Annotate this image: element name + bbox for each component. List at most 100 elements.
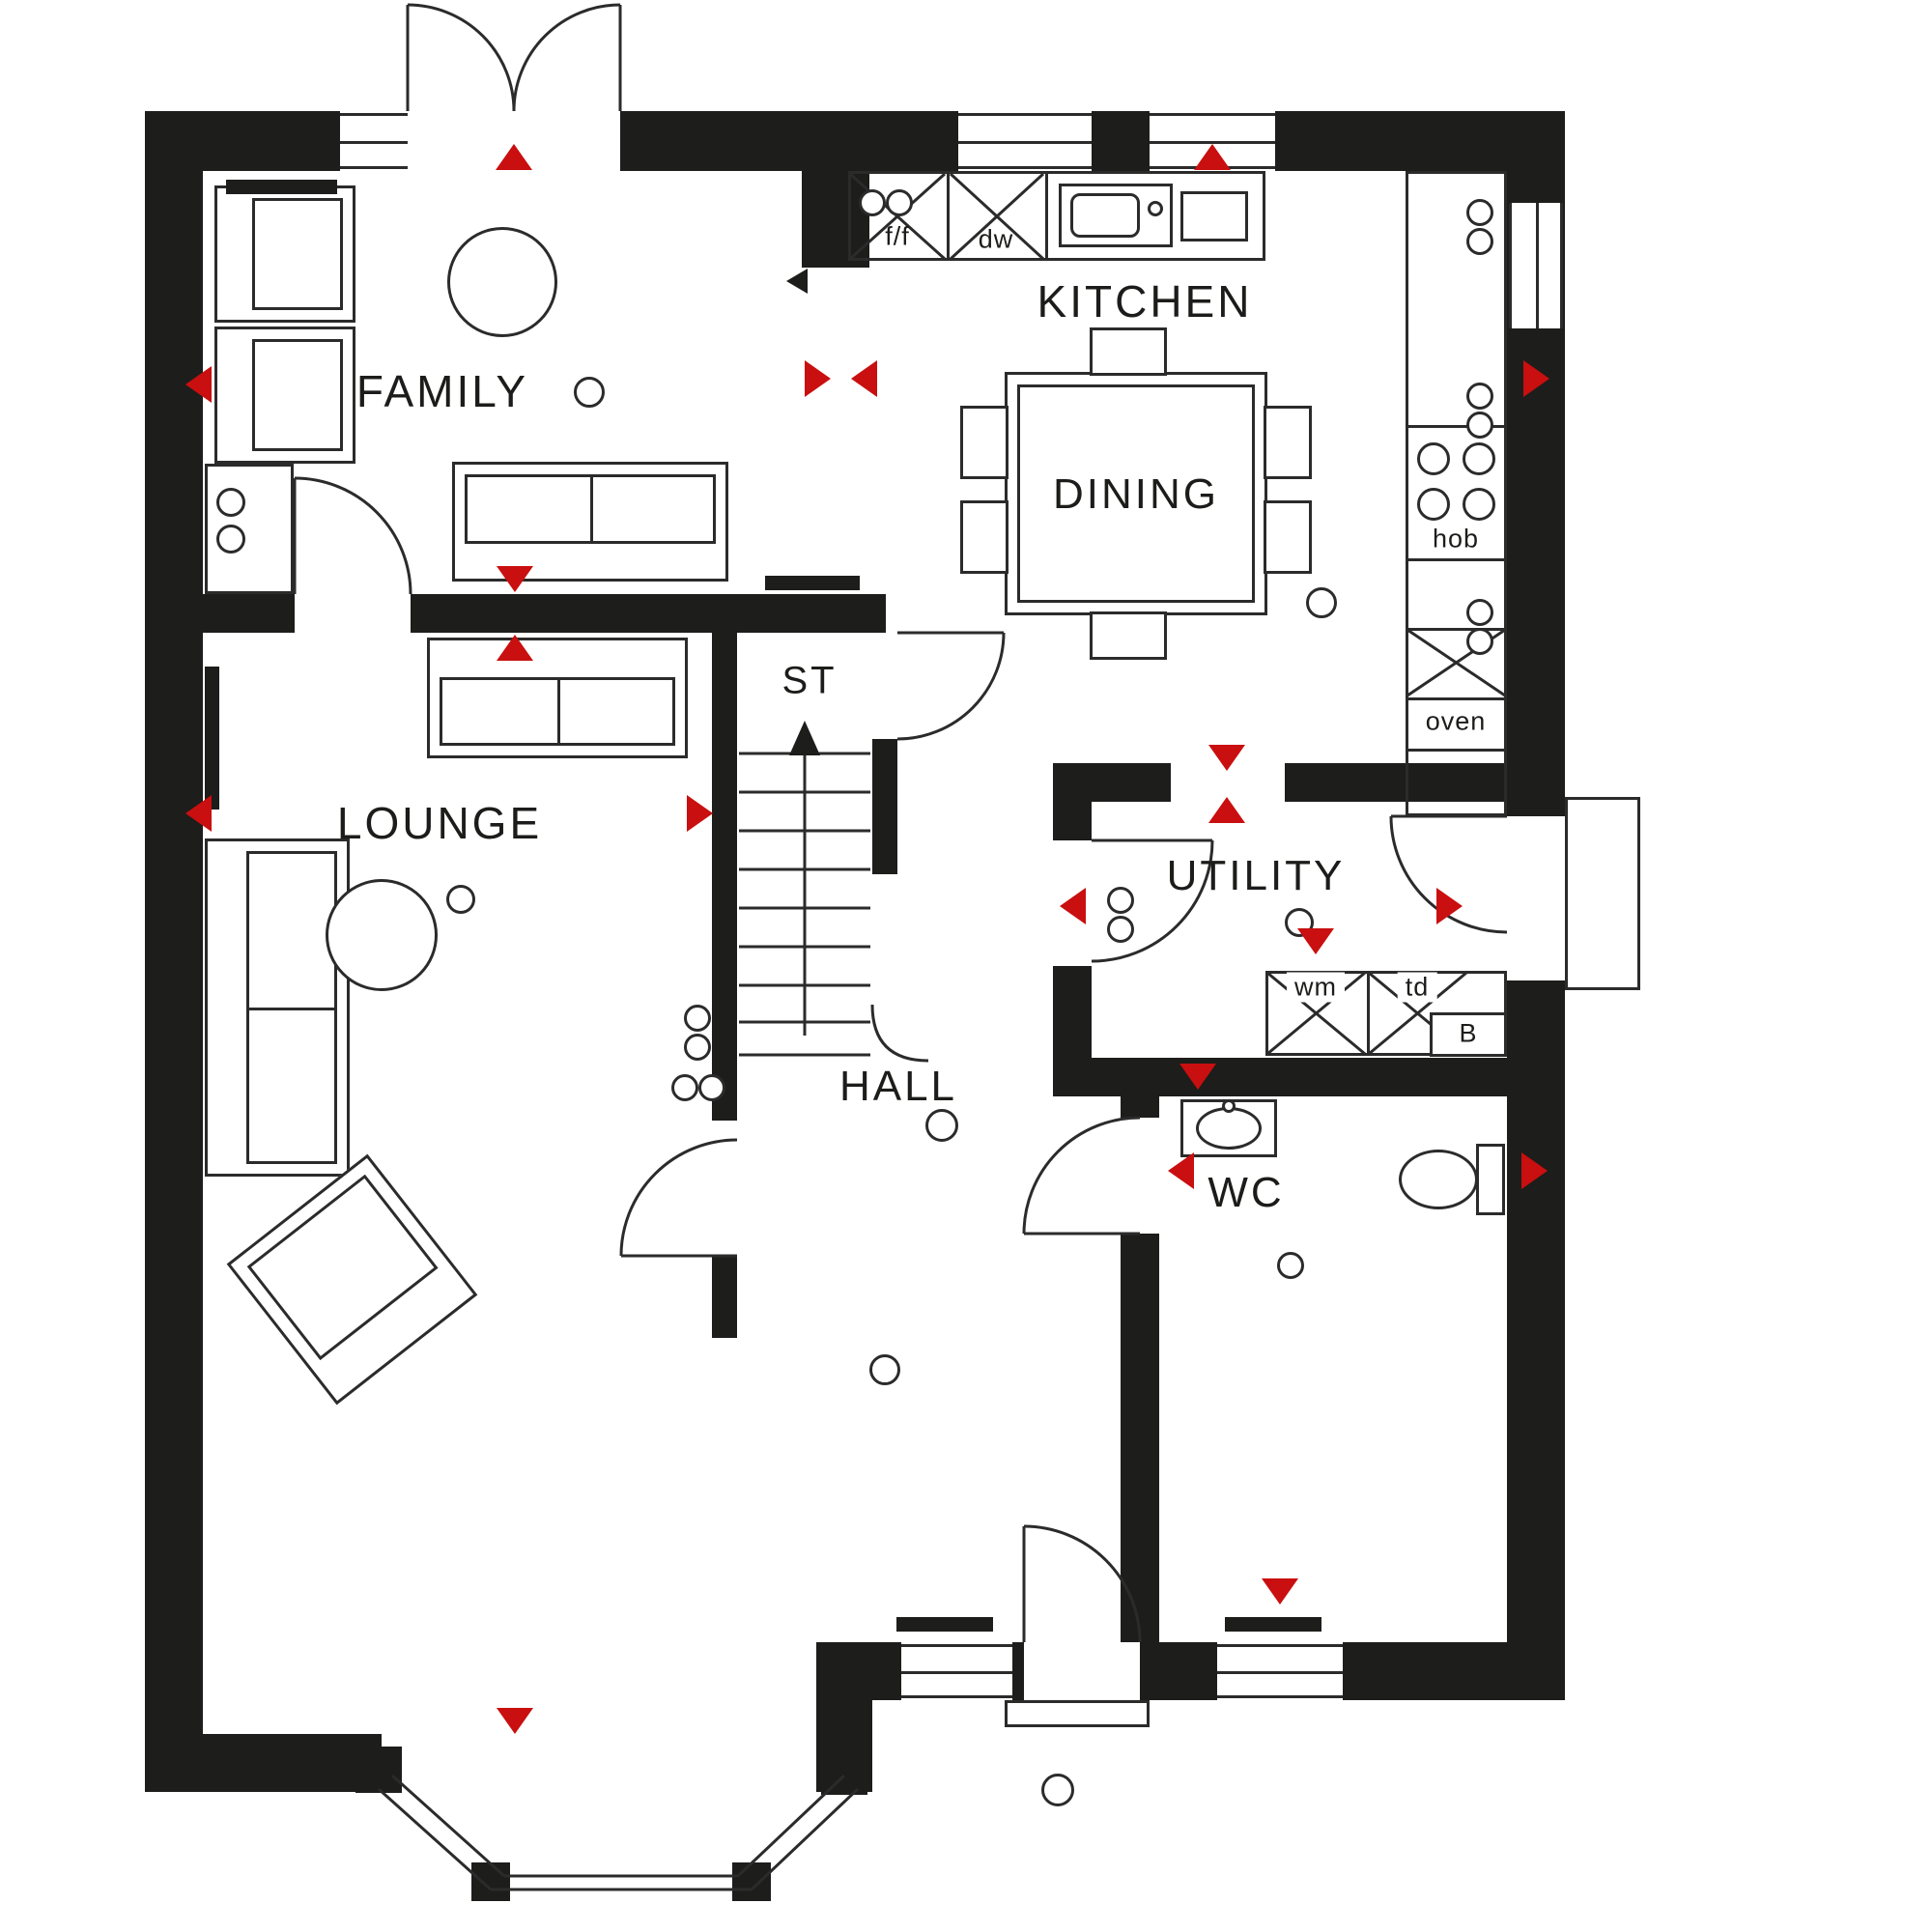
ceiling-light-icon bbox=[574, 377, 605, 408]
red-arrow-marker bbox=[1168, 1152, 1194, 1189]
sofa bbox=[205, 838, 350, 1177]
room-label-wc: WC bbox=[1208, 1169, 1285, 1216]
wall-segment bbox=[1092, 111, 1150, 171]
red-arrow-marker bbox=[1208, 797, 1245, 823]
wall-segment bbox=[802, 111, 869, 268]
wall-light-icon bbox=[859, 189, 886, 216]
wall-light-icon bbox=[1466, 383, 1493, 410]
wall-segment bbox=[1285, 763, 1507, 802]
door-arc bbox=[294, 476, 412, 595]
room-label-lounge: LOUNGE bbox=[336, 798, 543, 848]
bay-window-post bbox=[355, 1747, 402, 1793]
hob-burner bbox=[1463, 442, 1495, 475]
door-arc bbox=[1389, 815, 1508, 934]
basin-tap bbox=[1222, 1099, 1236, 1113]
dining-chair bbox=[960, 406, 1009, 479]
ceiling-light-icon bbox=[1041, 1774, 1074, 1806]
basin-bowl bbox=[1196, 1107, 1262, 1150]
label-oven: oven bbox=[1425, 706, 1487, 736]
door-arc bbox=[512, 3, 621, 112]
kitchen-counter bbox=[1406, 171, 1507, 816]
red-arrow-marker bbox=[497, 566, 533, 592]
drainer-board bbox=[1180, 191, 1248, 242]
room-label-kitchen: KITCHEN bbox=[1037, 276, 1253, 327]
wall-light-icon bbox=[216, 488, 245, 517]
wall-light-icon bbox=[1466, 228, 1493, 255]
bay-window-post bbox=[821, 1748, 867, 1795]
radiator bbox=[1225, 1617, 1321, 1632]
sofa bbox=[452, 462, 728, 582]
radiator bbox=[205, 667, 219, 810]
door-swing-arrow bbox=[786, 269, 808, 294]
label-boiler: B bbox=[1459, 1018, 1478, 1048]
ceiling-light-icon bbox=[925, 1109, 958, 1142]
counter-divider bbox=[1406, 749, 1507, 752]
counter-divider bbox=[1406, 628, 1507, 631]
red-arrow-marker bbox=[1208, 745, 1245, 771]
door-arc bbox=[1022, 1116, 1141, 1235]
wall-segment bbox=[1053, 966, 1092, 1058]
room-label-store: ST bbox=[781, 659, 838, 702]
wall-light-icon bbox=[1107, 887, 1134, 914]
door-arc bbox=[1091, 839, 1214, 963]
wall-light-icon bbox=[886, 189, 913, 216]
label-washing-machine: wm bbox=[1287, 972, 1345, 1003]
red-arrow-marker bbox=[851, 360, 877, 397]
wall-segment bbox=[1121, 1096, 1159, 1118]
wall-light-icon bbox=[1466, 628, 1493, 655]
counter-divider bbox=[1406, 558, 1507, 561]
wall-segment bbox=[203, 111, 340, 171]
wall-light-icon bbox=[1466, 199, 1493, 226]
hob-burner bbox=[1417, 488, 1450, 521]
external-door-landing bbox=[1565, 797, 1640, 990]
wall-light-icon bbox=[684, 1005, 711, 1032]
wall-light-icon bbox=[1107, 916, 1134, 943]
wall-segment bbox=[712, 633, 737, 1121]
ceiling-light-icon bbox=[869, 1354, 900, 1385]
radiator bbox=[226, 180, 337, 194]
room-label-dining: DINING bbox=[1045, 470, 1227, 519]
room-label-utility: UTILITY bbox=[1166, 852, 1346, 899]
wall-segment bbox=[411, 594, 886, 633]
dining-chair bbox=[1264, 406, 1312, 479]
wall-segment bbox=[872, 739, 897, 874]
armchair bbox=[214, 185, 355, 323]
red-arrow-marker bbox=[1521, 1152, 1548, 1189]
ceiling-light-icon bbox=[1277, 1252, 1304, 1279]
round-table bbox=[326, 879, 438, 991]
wall-light-icon bbox=[671, 1074, 698, 1101]
room-label-hall: HALL bbox=[838, 1063, 958, 1110]
round-table bbox=[447, 227, 557, 337]
fridge-freezer-cross bbox=[848, 172, 947, 261]
window bbox=[340, 113, 408, 169]
toilet-bowl bbox=[1399, 1150, 1478, 1209]
front-door-sill bbox=[1005, 1700, 1150, 1727]
red-arrow-marker bbox=[1297, 928, 1334, 954]
red-arrow-marker bbox=[805, 360, 831, 397]
counter-divider bbox=[947, 172, 950, 259]
red-arrow-marker bbox=[1436, 888, 1463, 924]
counter-divider bbox=[1045, 172, 1048, 259]
door-arc bbox=[407, 3, 516, 112]
dining-chair bbox=[1264, 500, 1312, 574]
counter-divider bbox=[1406, 697, 1507, 700]
wall-segment bbox=[1012, 1642, 1024, 1700]
red-arrow-marker bbox=[687, 795, 713, 832]
red-arrow-marker bbox=[1523, 360, 1549, 397]
wall-segment bbox=[1507, 980, 1565, 1700]
counter-divider bbox=[1367, 972, 1370, 1055]
wall-segment bbox=[1053, 763, 1171, 802]
kitchen-counter bbox=[848, 171, 1265, 261]
red-arrow-marker bbox=[185, 795, 212, 832]
wall-segment bbox=[712, 1256, 737, 1338]
red-arrow-marker bbox=[1194, 144, 1231, 170]
stair-handrail-curve bbox=[870, 1004, 929, 1063]
bay-window-post bbox=[471, 1862, 510, 1901]
hob-burner bbox=[1417, 442, 1450, 475]
room-label-family: FAMILY bbox=[355, 366, 529, 416]
red-arrow-marker bbox=[1262, 1578, 1298, 1605]
wall-segment bbox=[1121, 1234, 1159, 1642]
wall-segment bbox=[203, 594, 295, 633]
